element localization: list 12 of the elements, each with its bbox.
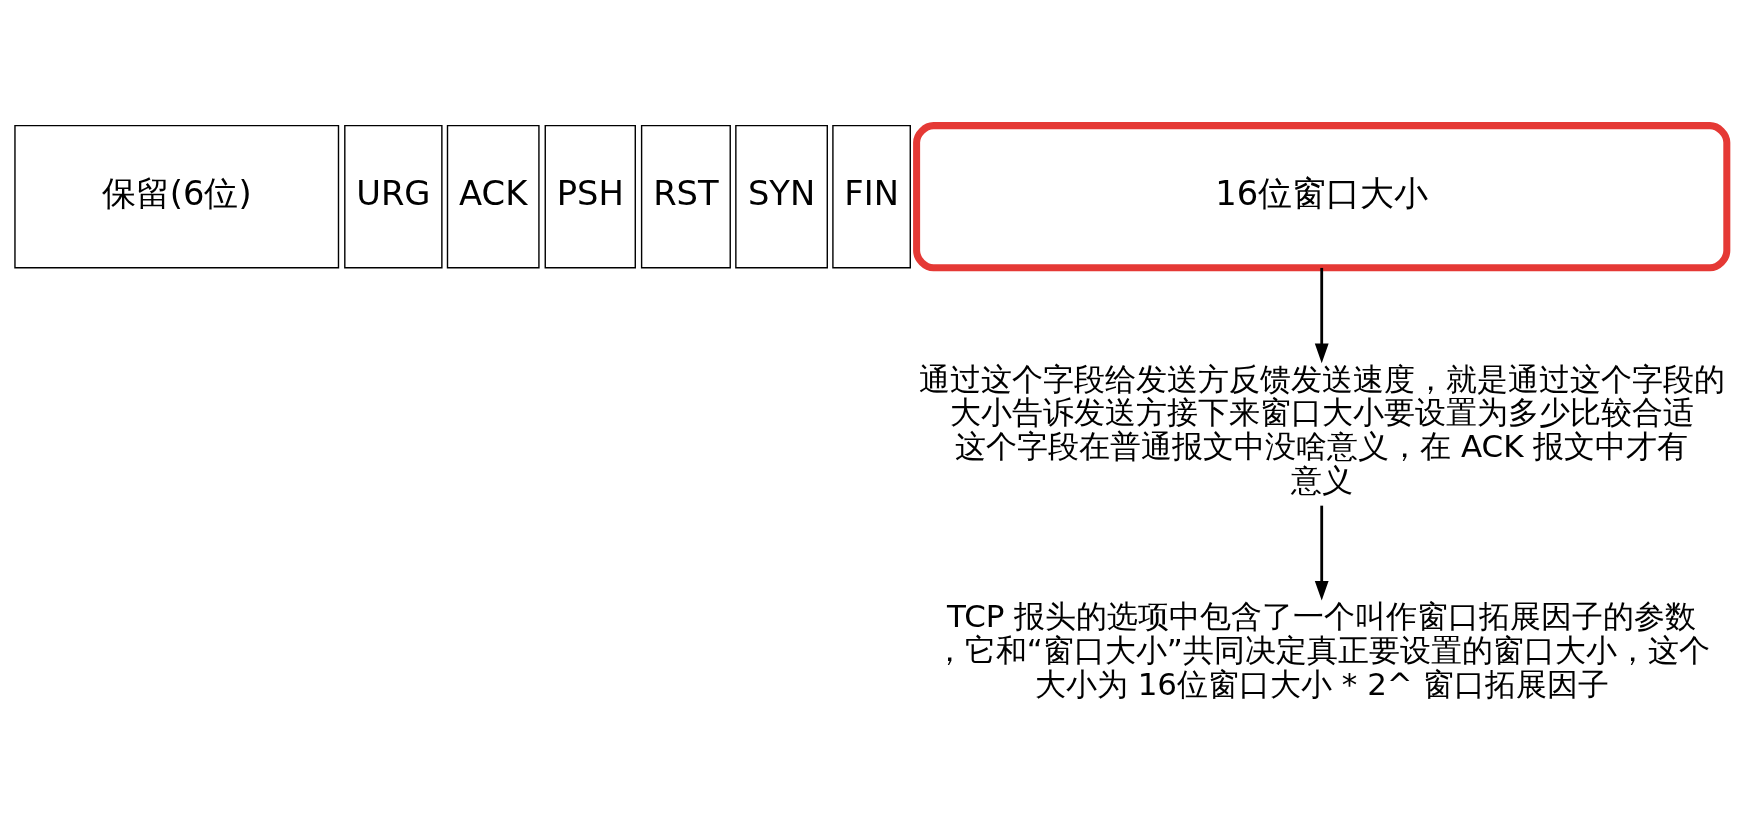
node-box: ACK <box>446 124 540 268</box>
arrow <box>1314 505 1329 601</box>
node-text: 通过这个字段给发送方反馈发送速度，就是通过这个字段的大小告诉发送方接下来窗口大小要设置为多少比较合适 这个字段在普通报文中没啥意义，在 ACK 报文中才有意义 <box>918 360 1725 498</box>
node-box: FIN <box>832 124 911 268</box>
node-box: RST <box>640 124 731 268</box>
node-box: URG <box>344 124 443 268</box>
node-box: 16位窗口大小 <box>913 121 1731 271</box>
node-box: SYN <box>735 124 828 268</box>
arrow <box>1314 267 1329 363</box>
node-box: 保留(6位) <box>14 124 340 268</box>
node-box: PSH <box>544 124 636 268</box>
node-text: TCP 报头的选项中包含了一个叫作窗口拓展因子的参数，它和“窗口大小”共同决定真正要设置的窗口大小，这个大小为 16位窗口大小 * 2^ 窗口拓展因子 <box>933 597 1710 702</box>
